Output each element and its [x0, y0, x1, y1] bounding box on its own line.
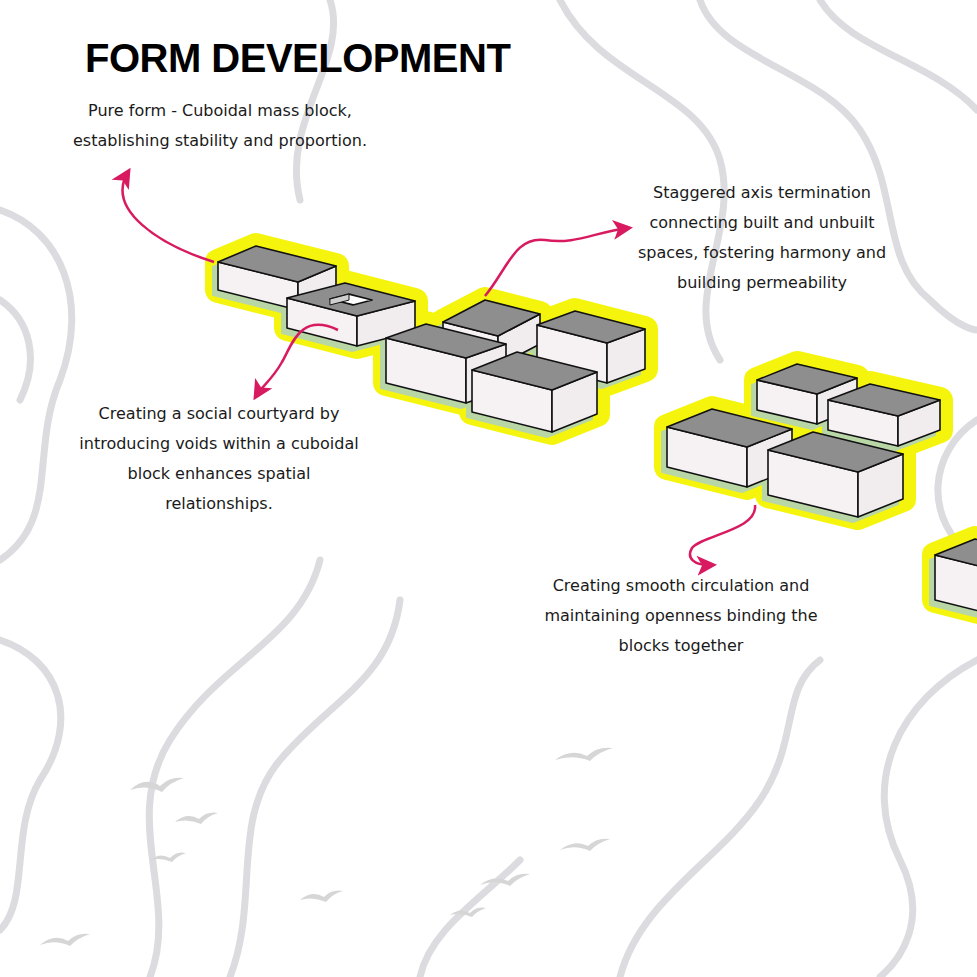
block-top	[667, 409, 792, 447]
block-face	[935, 555, 977, 620]
courtyard-void	[330, 294, 372, 305]
block-top	[537, 311, 645, 343]
courtyard-void	[330, 294, 349, 305]
annotation-note: Staggered axis termination connecting bu…	[626, 178, 898, 298]
block-top	[768, 432, 903, 472]
block-top	[287, 283, 415, 316]
leader-arrow	[256, 325, 338, 396]
block-top	[472, 352, 597, 390]
block-top	[218, 246, 336, 282]
diagram-title: FORM DEVELOPMENT	[85, 36, 510, 81]
annotation-note: Creating a social courtyard by introduci…	[78, 399, 360, 519]
leader-arrow	[485, 228, 628, 296]
leader-arrow	[690, 505, 755, 565]
block-top	[828, 384, 940, 416]
annotation-note: Creating smooth circulation and maintain…	[528, 571, 834, 661]
leader-arrow	[123, 172, 214, 262]
block-top	[443, 300, 540, 336]
block-top	[386, 324, 506, 358]
block-top	[935, 539, 977, 575]
block-top	[757, 364, 857, 394]
birds	[40, 748, 613, 946]
annotation-note: Pure form - Cuboidal mass block, establi…	[72, 96, 368, 156]
